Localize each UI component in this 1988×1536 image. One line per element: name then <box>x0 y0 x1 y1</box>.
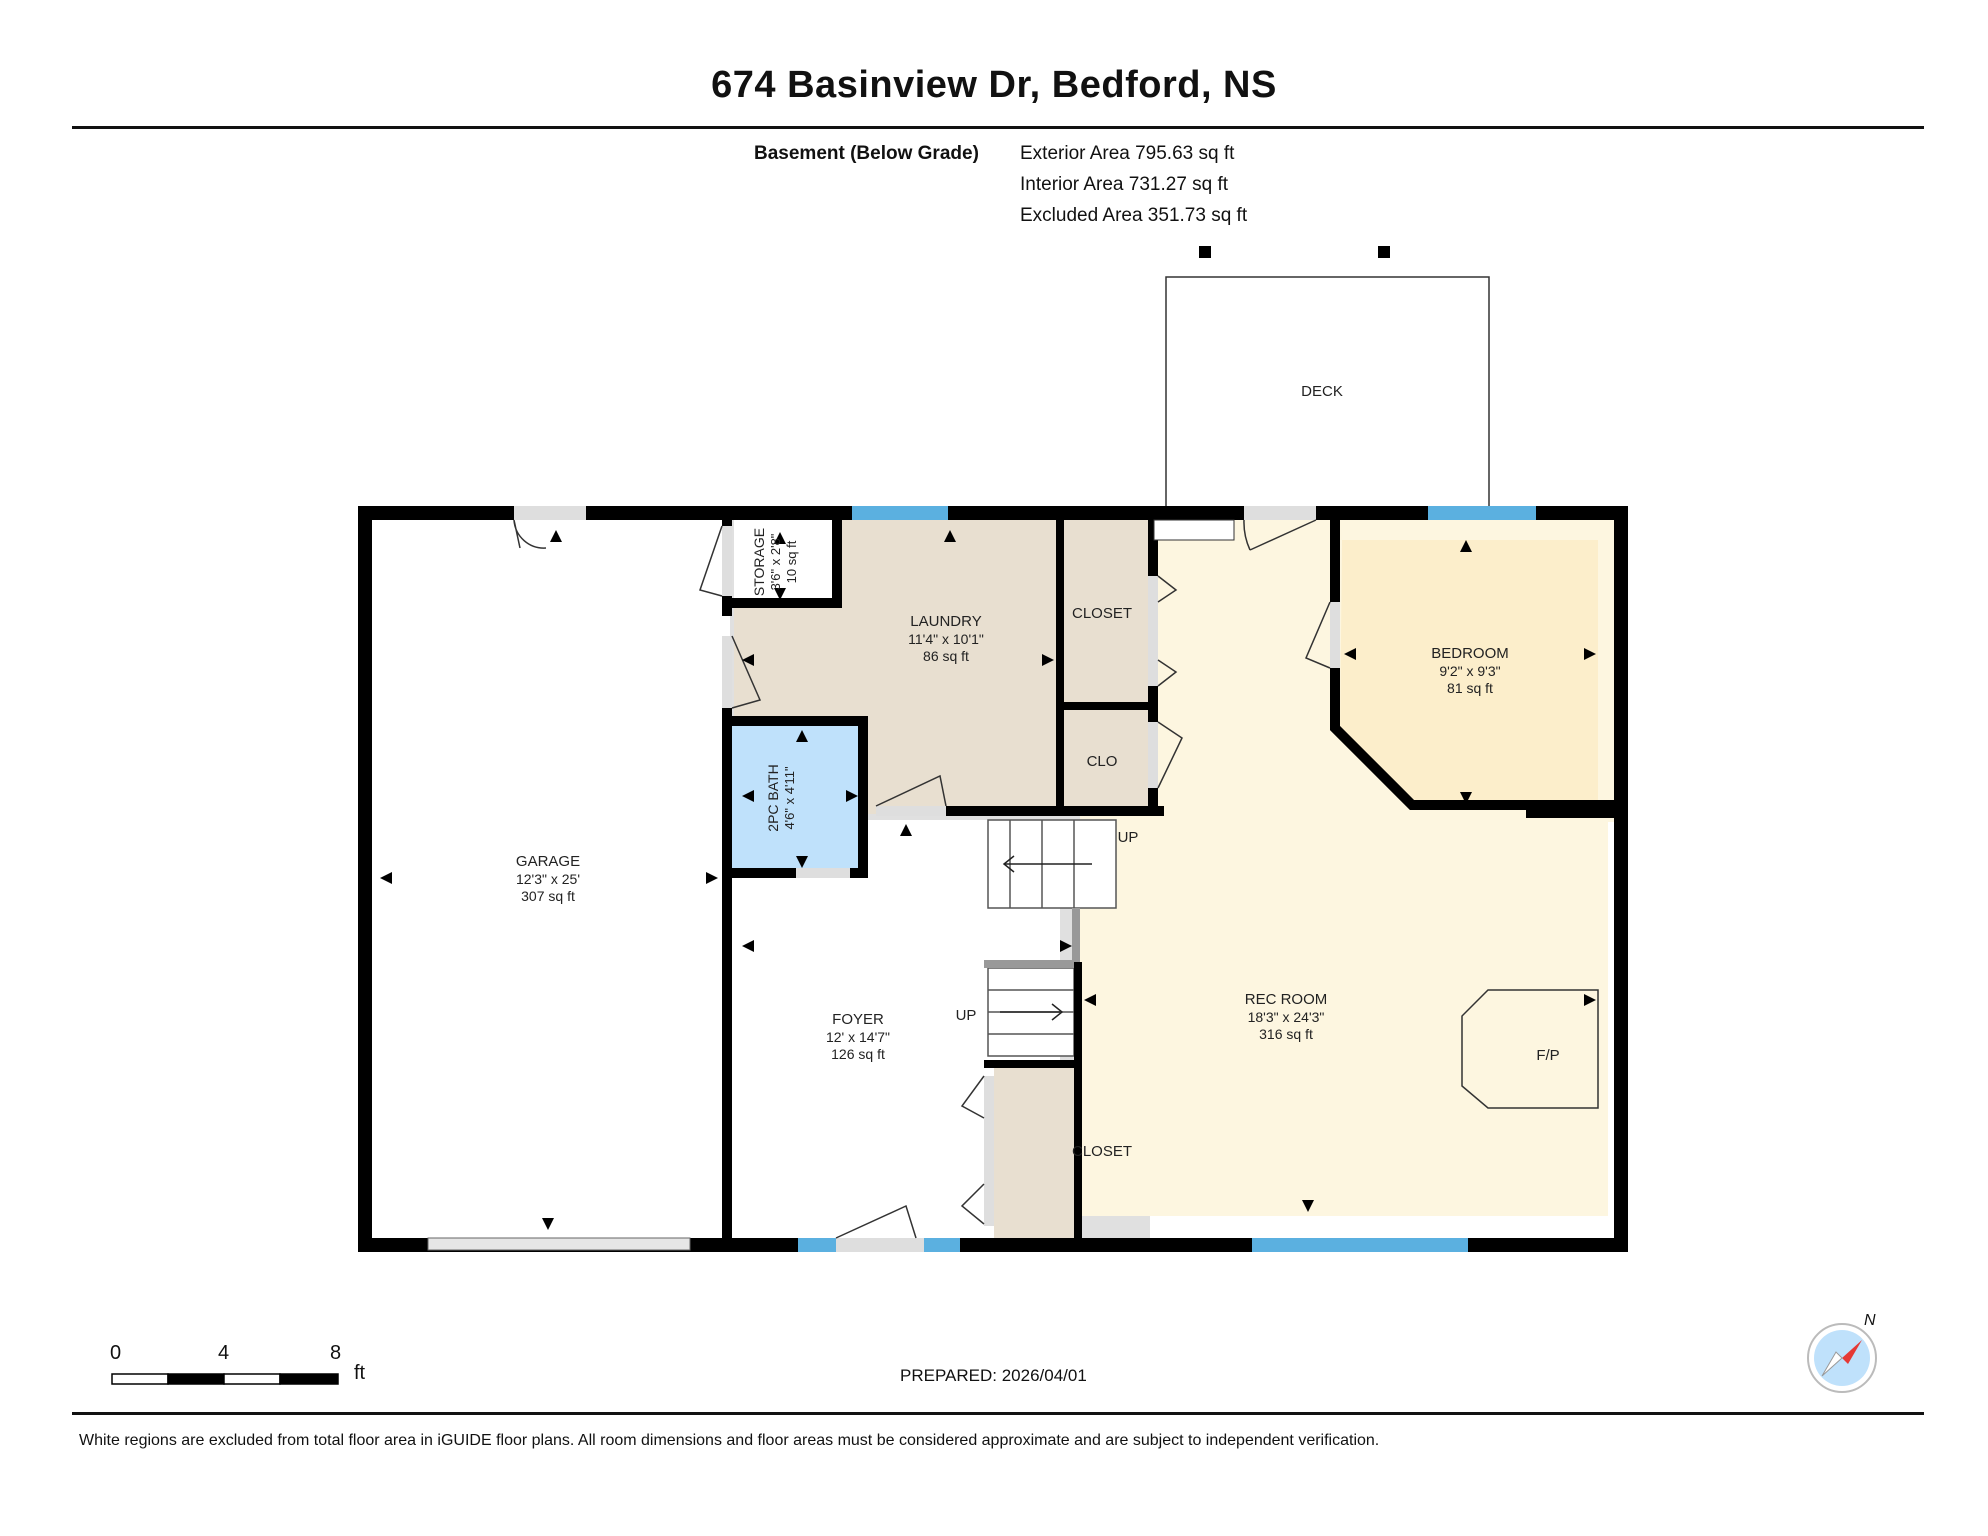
stairs-lower-label: UP <box>956 1007 977 1024</box>
rec-room-label: REC ROOM <box>1245 991 1328 1008</box>
garage-door <box>427 1237 691 1251</box>
scale-unit: ft <box>354 1362 366 1384</box>
storage-floor <box>734 520 842 608</box>
rec-room-niche <box>1153 519 1235 541</box>
closet-lower-floor <box>994 1064 1074 1238</box>
deck-outline <box>1165 276 1490 518</box>
deck-post <box>1199 246 1211 258</box>
garage-floor <box>370 520 726 1238</box>
rec-room-dims: 18'3" x 24'3" <box>1248 1009 1325 1025</box>
page-title: 674 Basinview Dr, Bedford, NS <box>711 64 1277 106</box>
clo-label: CLO <box>1087 753 1118 770</box>
footer-divider <box>72 1412 1924 1415</box>
header-divider <box>72 126 1924 129</box>
stairs-upper <box>987 819 1117 909</box>
foyer-area: 126 sq ft <box>831 1046 885 1062</box>
storage-label: STORAGE <box>751 528 767 596</box>
stairs-upper-label: UP <box>1118 829 1139 846</box>
bedroom-area: 81 sq ft <box>1447 680 1493 696</box>
closet-upper-label: CLOSET <box>1072 605 1132 622</box>
garage-dims: 12'3" x 25' <box>516 871 580 887</box>
disclaimer: White regions are excluded from total fl… <box>79 1432 1380 1449</box>
stair-rail <box>984 960 1080 968</box>
scale-tick-4: 4 <box>218 1342 230 1364</box>
laundry-dims: 11'4" x 10'1" <box>908 631 984 647</box>
fireplace-label: F/P <box>1536 1047 1559 1064</box>
floor-label: Basement (Below Grade) <box>754 143 979 164</box>
prepared-date: PREPARED: 2026/04/01 <box>900 1366 1087 1385</box>
bedroom-label: BEDROOM <box>1431 645 1509 662</box>
bath-dims: 4'6" x 4'11" <box>782 766 797 829</box>
scale-bar <box>111 1373 339 1385</box>
compass-icon: N <box>1806 1312 1886 1399</box>
excluded-area: Excluded Area 351.73 sq ft <box>1020 205 1248 226</box>
stair-rail <box>1072 908 1080 960</box>
foyer-dims: 12' x 14'7" <box>826 1029 890 1045</box>
interior-area: Interior Area 731.27 sq ft <box>1020 174 1229 195</box>
garage-label: GARAGE <box>516 853 580 870</box>
foyer-label: FOYER <box>832 1011 884 1028</box>
closet-lower-label: CLOSET <box>1072 1143 1132 1160</box>
laundry-area: 86 sq ft <box>923 648 969 664</box>
closet-floor <box>1060 520 1154 814</box>
bedroom-floor <box>1340 540 1598 808</box>
bedroom-dims: 9'2" x 9'3" <box>1439 663 1500 679</box>
doors <box>513 506 1340 1252</box>
compass-north-label: N <box>1864 1312 1876 1329</box>
scale-tick-8: 8 <box>330 1342 342 1364</box>
laundry-label: LAUNDRY <box>910 613 981 630</box>
fireplace <box>1461 989 1599 1109</box>
storage-dims: 3'6" x 2'8" <box>768 533 783 590</box>
rec-room-area: 316 sq ft <box>1259 1026 1313 1042</box>
windows <box>798 506 1536 1252</box>
exterior-area: Exterior Area 795.63 sq ft <box>1020 143 1235 164</box>
stairs-lower <box>987 967 1075 1057</box>
dimension-arrows <box>380 530 1596 1230</box>
deck-label: DECK <box>1301 383 1343 400</box>
scale-tick-0: 0 <box>110 1342 122 1364</box>
garage-area: 307 sq ft <box>521 888 575 904</box>
bath-label: 2PC BATH <box>765 764 781 831</box>
storage-area: 10 sq ft <box>784 540 799 583</box>
deck-post <box>1378 246 1390 258</box>
